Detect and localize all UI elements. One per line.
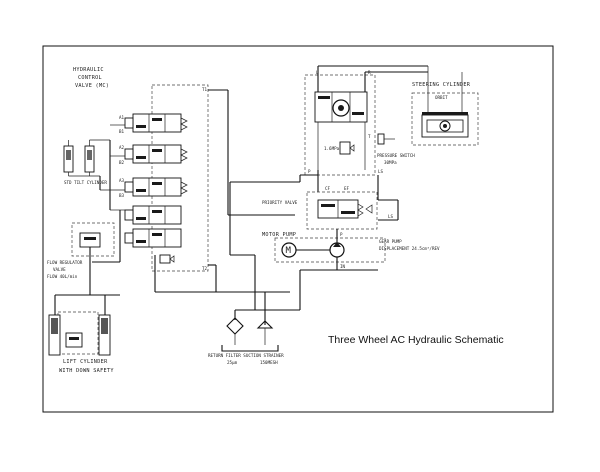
motor-m-label: M — [286, 246, 292, 256]
steering-unit-box — [304, 74, 376, 176]
steering-cylinder-box — [411, 92, 479, 146]
priority-valve — [317, 199, 373, 219]
port-t2-label: T2 — [202, 266, 208, 271]
return-filter — [226, 317, 244, 345]
flow-regulator-label-1: FLOW REGULATOR — [47, 260, 83, 265]
lift-cylinder-left — [48, 314, 61, 356]
valve-spool-1 — [124, 113, 188, 133]
filter-value-label: 25μm — [227, 360, 238, 365]
steering-relief — [339, 141, 355, 155]
diagram-border — [42, 45, 554, 413]
priority-valve-label: PRIORITY VALVE — [262, 200, 298, 205]
priority-port-ls: LS — [388, 214, 394, 219]
pump-port-in: IN — [340, 264, 346, 269]
motor-symbol: M — [281, 242, 297, 258]
port-a2-label: A2 — [119, 145, 125, 150]
valve-spool-2 — [124, 144, 188, 164]
control-valve-label-1: HYDRAULIC — [73, 67, 104, 73]
down-safety-valve — [65, 332, 83, 348]
lift-cylinder-right — [98, 314, 111, 356]
flow-regulator-label-2: VALVE — [53, 267, 66, 272]
motor-pump-box — [274, 237, 386, 263]
lift-cylinder-label-2: WITH DOWN SAFETY — [59, 368, 114, 374]
motor-pump-label: MOTOR PUMP — [262, 232, 296, 238]
gear-pump-symbol — [329, 242, 345, 258]
port-t-label: T — [368, 134, 371, 139]
port-t1-label: T1 — [202, 87, 208, 92]
flow-regulator-box — [71, 222, 115, 257]
tank-symbol — [221, 345, 279, 352]
priority-port-cf: CF — [325, 186, 331, 191]
steering-port-ls: LS — [378, 169, 384, 174]
priority-valve-box — [306, 191, 378, 230]
orbit-label: ORBIT — [435, 95, 448, 100]
main-return-line — [154, 89, 301, 325]
tilt-cylinders — [63, 139, 110, 177]
steering-cylinder — [421, 66, 469, 138]
control-valve-label-2: CONTROL — [78, 75, 102, 81]
valve-spool-4 — [124, 205, 182, 225]
flow-regulator-valve — [79, 232, 101, 262]
gear-pump-label: GEAR PUMP — [379, 239, 402, 244]
strainer-value-label: 150MESH — [260, 360, 278, 365]
pressure-switch-label: PRESSURE SWITCH — [377, 153, 415, 158]
steering-cylinder-label: STEERING CYLINDER — [412, 82, 471, 88]
diagram-title: Three Wheel AC Hydraulic Schematic — [328, 334, 504, 346]
relief-value-label: 1.6MPa — [324, 146, 340, 151]
return-filter-label: RETURN FILTER SUCTION STRAINER — [208, 353, 284, 358]
valve-left-piping — [92, 124, 125, 263]
port-a1-label: A1 — [119, 115, 125, 120]
tilt-cylinder-label: STD TILT CYLINDER — [64, 180, 107, 185]
valve-spool-3 — [124, 177, 188, 197]
suction-strainer — [256, 320, 274, 345]
valve-spool-5 — [124, 228, 182, 248]
valve-relief — [159, 254, 175, 264]
steering-port-p: P — [308, 169, 311, 174]
pressure-switch-value: 30MPa — [384, 160, 397, 165]
port-b1-label: B1 — [119, 129, 125, 134]
lift-cylinder-label-1: LIFT CYLINDER — [63, 359, 108, 365]
port-b2-label: B2 — [119, 160, 125, 165]
control-valve-label-3: VALVE (MC) — [75, 83, 109, 89]
port-a3-label: A3 — [119, 178, 125, 183]
lift-piping — [54, 262, 120, 315]
pump-port-p: P — [340, 232, 343, 237]
priority-port-ef: EF — [344, 186, 350, 191]
port-b3-label: B3 — [119, 193, 125, 198]
priority-piping — [299, 170, 399, 221]
flow-regulator-label-3: FLOW 40L/min — [47, 274, 78, 279]
gear-pump-displacement: DISPLACEMENT 24.5cm³/REV — [379, 246, 440, 251]
orbitrol-valve — [314, 91, 368, 123]
pressure-switch — [377, 133, 395, 145]
